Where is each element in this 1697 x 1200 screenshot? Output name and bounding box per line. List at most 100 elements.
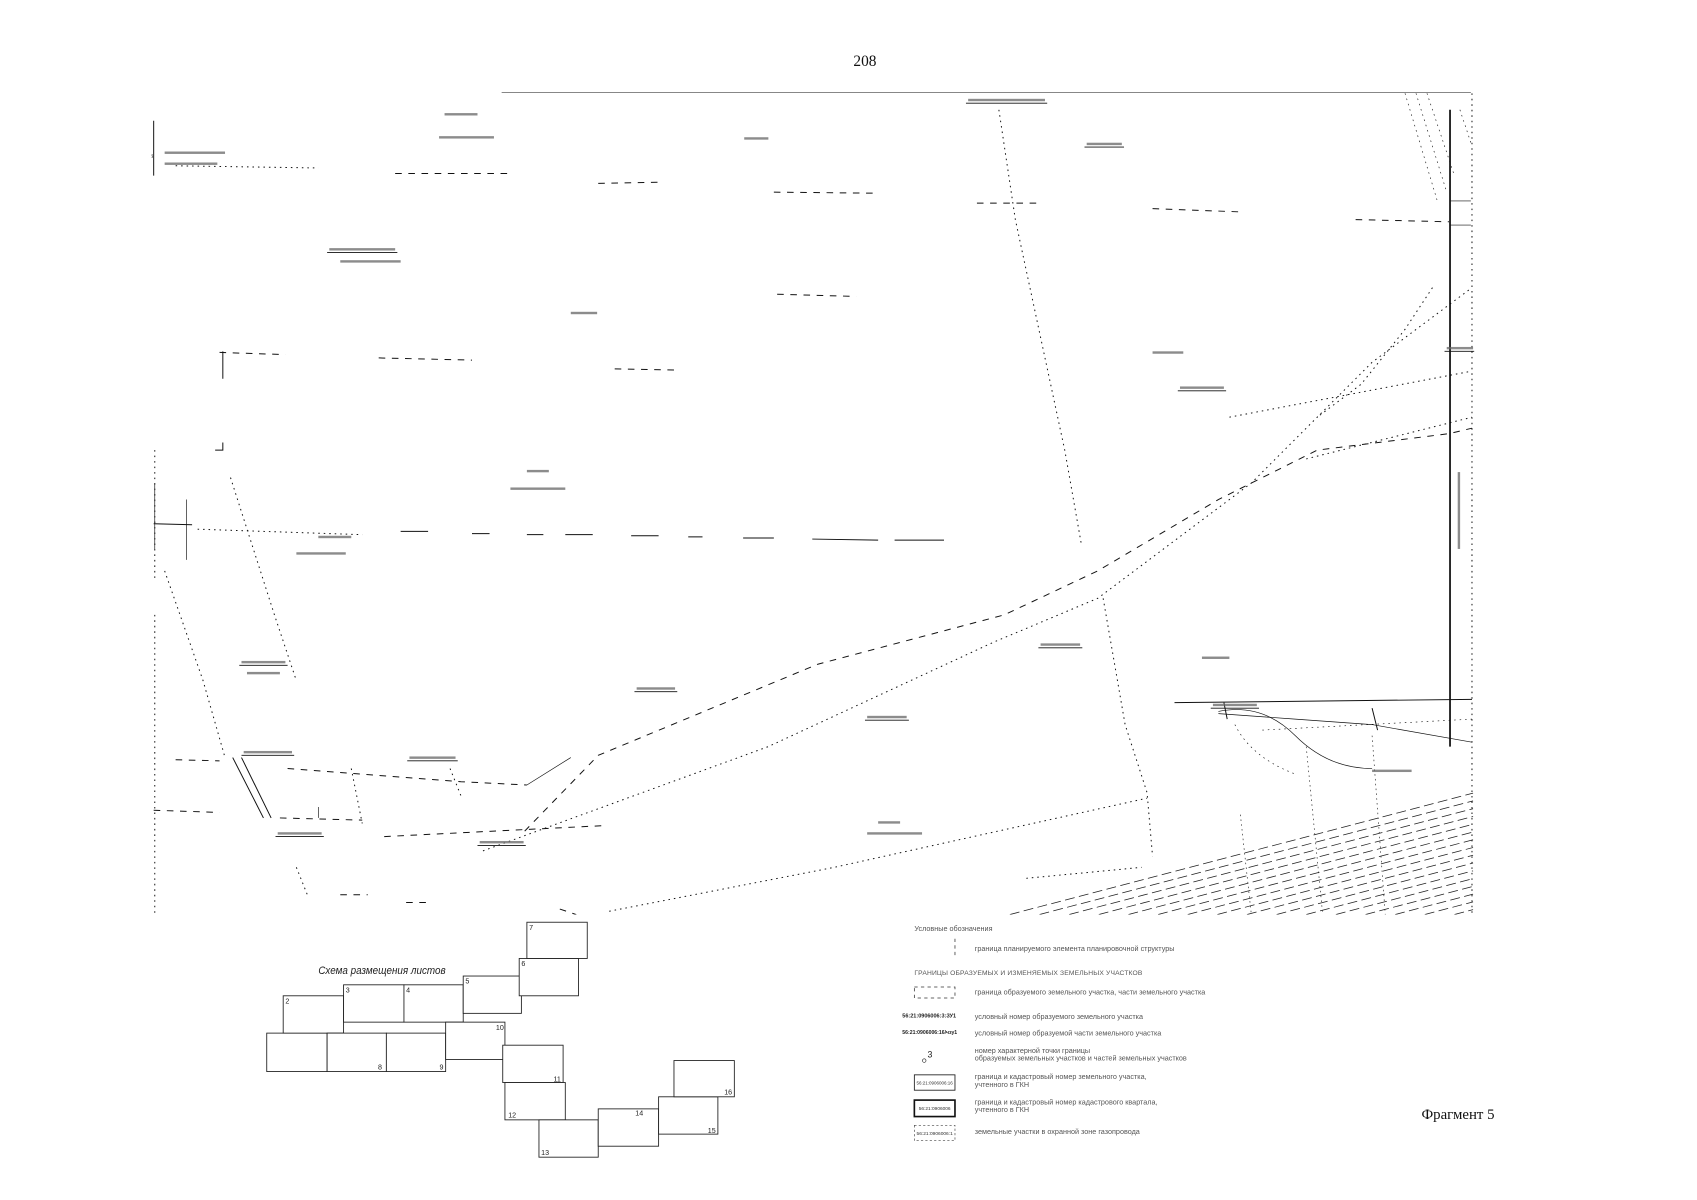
hatch-line <box>1335 878 1474 915</box>
hatch-line <box>1246 854 1474 915</box>
lower-left-dotted <box>295 768 462 895</box>
top-right-ticks <box>1450 200 1471 226</box>
map-label-mark <box>1179 386 1224 389</box>
legend-zone-text: земельные участки в охранной зоне газопр… <box>975 1127 1141 1136</box>
cadastral-map: С Ю З В <box>126 92 1475 915</box>
legend-formed-number-code: 56:21:0906006:3:ЗУ1 <box>902 1014 956 1020</box>
legend-parcel-code: 56:21:0906006:16 <box>917 1081 954 1086</box>
legend-point-symbol <box>922 1058 927 1063</box>
map-label-mark <box>510 487 566 490</box>
sheet-box <box>343 984 405 1023</box>
legend-point-text-2: образуемых земельных участков и частей з… <box>975 1054 1187 1063</box>
diagonal-boundary-4 <box>1306 416 1473 460</box>
hatch-line <box>1365 885 1474 915</box>
map-label-mark <box>878 821 901 824</box>
boundary-line-middle <box>153 523 944 541</box>
element-bracket <box>215 351 224 451</box>
sheet-number: 5 <box>465 978 469 986</box>
map-label-mark <box>867 715 907 719</box>
hatch-line <box>1157 831 1474 915</box>
road-line-2 <box>1218 713 1473 743</box>
hatch-line <box>1276 862 1474 915</box>
road-curve-2 <box>1234 718 1472 775</box>
sheet-box <box>504 1082 566 1121</box>
legend-section-title: ГРАНИЦЫ ОБРАЗУЕМЫХ И ИЗМЕНЯЕМЫХ ЗЕМЕЛЬНЫ… <box>914 970 1143 977</box>
sheet-box <box>282 995 345 1034</box>
dotted-contour-left <box>164 570 226 758</box>
map-label-mark <box>1152 351 1184 354</box>
legend-planning-boundary-text: граница планируемого элемента планировоч… <box>975 944 1175 953</box>
map-label-mark <box>246 671 280 675</box>
map-label-mark <box>241 660 286 664</box>
lower-left-double-line <box>232 757 272 819</box>
top-right-lines <box>1404 93 1472 204</box>
sheet-scheme-title: Схема размещения листов <box>318 965 446 977</box>
hatch-line <box>1039 800 1474 915</box>
map-label-mark <box>744 137 769 140</box>
hatch-line <box>1098 816 1474 915</box>
hatch-line <box>1009 792 1474 915</box>
legend-formed-boundary-symbol <box>913 986 956 999</box>
map-label-mark <box>1212 703 1257 707</box>
lower-boundary-2 <box>1026 866 1142 879</box>
dotted-contour-left-2 <box>230 477 297 681</box>
legend-part-number-code: 56:21:0906006:16/чзу1 <box>902 1030 958 1036</box>
map-label-mark <box>526 469 549 473</box>
legend-parcel-text-1: граница и кадастровый номер земельного у… <box>975 1072 1147 1081</box>
legend-formed-number-text: условный номер образуемого земельного уч… <box>975 1012 1144 1021</box>
sheet-box <box>526 921 588 959</box>
sheet-box <box>518 958 579 997</box>
map-label-mark <box>1372 769 1412 773</box>
map-labels <box>164 98 1475 846</box>
page-number: 208 <box>853 53 876 70</box>
sheet-box <box>385 1032 447 1072</box>
sheet-number: 16 <box>724 1089 732 1097</box>
compass-north-label: С <box>126 130 130 136</box>
hatch-line <box>1217 847 1474 915</box>
diagonal-boundary-2 <box>524 427 1473 832</box>
sheet-box <box>502 1044 564 1083</box>
lower-boundary <box>609 797 1148 912</box>
map-label-mark <box>1446 346 1474 350</box>
map-left-edge-solid <box>154 483 187 560</box>
legend-zone-symbol <box>914 1125 956 1142</box>
map-label-mark <box>968 98 1045 102</box>
map-label-mark <box>329 248 396 251</box>
legend: Условные обозначения граница планируемог… <box>902 924 1206 1142</box>
diagonal-boundary-3 <box>1229 370 1473 418</box>
legend-quarter-code: 56:21:0906006 <box>919 1106 951 1111</box>
map-label-mark <box>296 552 346 555</box>
sheet-box <box>597 1108 660 1147</box>
lower-left-dash-1 <box>175 759 220 762</box>
lower-left-dash-5 <box>340 894 577 915</box>
map-label-mark-vertical <box>1457 472 1461 549</box>
boundary-line-middle-dotted <box>197 528 363 536</box>
sheet-number: 10 <box>496 1024 504 1032</box>
boundary-line-second <box>219 293 857 371</box>
map-label-mark <box>318 535 352 539</box>
compass-south-label: Ю <box>126 180 132 186</box>
map-label-mark <box>164 162 218 165</box>
hatched-area <box>1009 735 1474 915</box>
map-label-mark <box>570 311 598 315</box>
sheet-number: 3 <box>346 986 350 994</box>
sheet-number: 14 <box>635 1109 643 1117</box>
map-label-mark <box>340 260 401 263</box>
lower-left-dash-3 <box>153 809 363 821</box>
diagonal-boundary-5 <box>1316 287 1433 418</box>
hatch-crossline <box>1305 746 1324 915</box>
map-label-mark <box>636 687 676 690</box>
road-marker <box>1223 702 1379 731</box>
sheet-box <box>266 1032 328 1072</box>
legend-quarter-text-1: граница и кадастровый номер кадастрового… <box>975 1097 1158 1106</box>
sheet-box <box>673 1060 735 1098</box>
legend-zone-code: 56:21:0906006:1 <box>917 1131 954 1136</box>
sheet-box <box>538 1119 599 1158</box>
lower-left-ticks <box>317 757 571 818</box>
sheet-box <box>445 1021 506 1060</box>
map-label-mark <box>444 113 478 116</box>
sheet-number: 13 <box>541 1149 549 1157</box>
hatch-line <box>1306 870 1474 915</box>
